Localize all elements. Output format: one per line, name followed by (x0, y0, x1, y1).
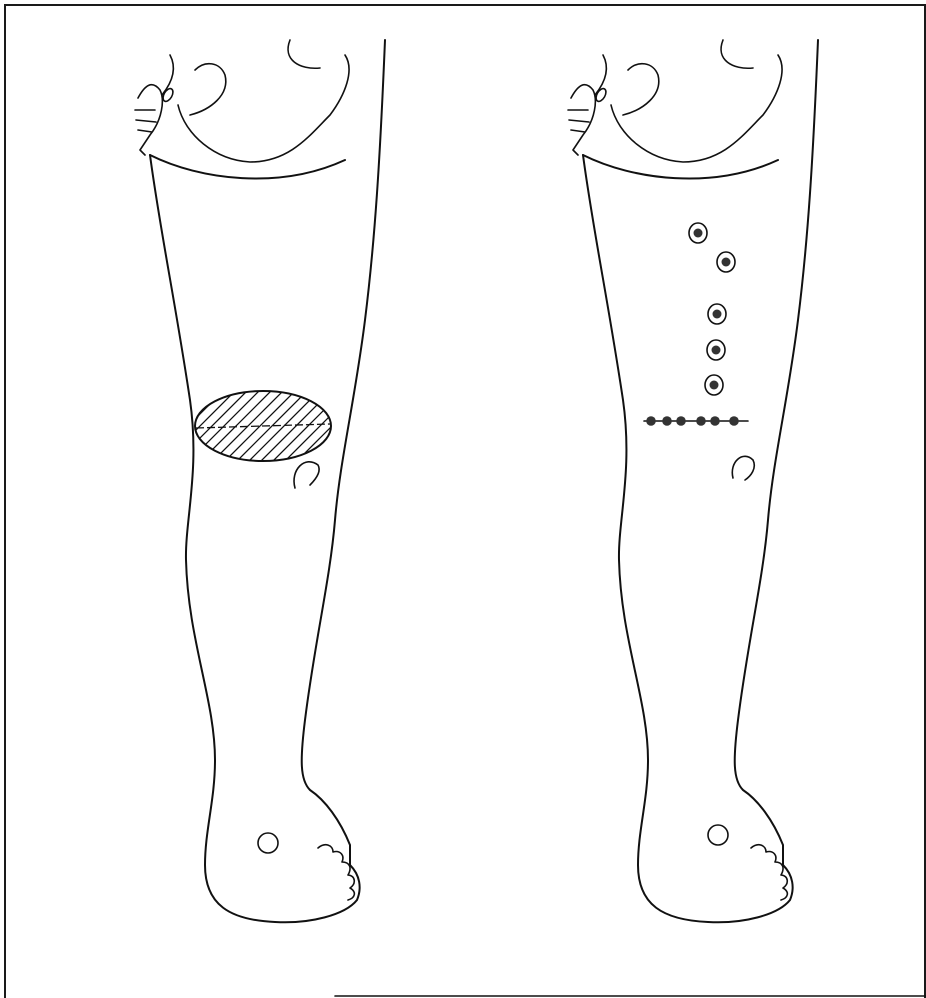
point-marker (717, 252, 735, 272)
right-popliteal-mark (732, 456, 754, 480)
hatched-lesion (108, 380, 462, 470)
hatch-line (168, 380, 258, 470)
right-hip-fold-2 (721, 40, 753, 68)
left-toes (318, 845, 354, 900)
right-toes (751, 845, 787, 900)
right-upper-fold (623, 64, 659, 115)
left-ankle-circle (258, 833, 278, 853)
lesion-midline (196, 424, 330, 428)
point-marker (689, 223, 707, 243)
right-leg-outline (583, 40, 818, 922)
left-hip-fold-2 (288, 40, 320, 68)
hatch-line (312, 380, 402, 470)
right-ankle-circle (708, 825, 728, 845)
left-upper-fold (190, 64, 226, 115)
left-leg-outline (150, 40, 385, 922)
right-leg (568, 40, 818, 922)
left-popliteal-mark (294, 462, 319, 488)
left-hip-fold (178, 55, 349, 162)
left-groin-curve (150, 155, 345, 179)
hatch-line (372, 380, 462, 470)
right-hip-fold (611, 55, 782, 162)
right-groin-curve (583, 155, 778, 179)
point-marker (708, 304, 726, 324)
left-leg (135, 40, 385, 922)
hatch-line (348, 380, 438, 470)
right-small-oval (594, 87, 608, 103)
right-genital-sketch (568, 85, 595, 155)
hatch-line (324, 380, 414, 470)
point-markers (689, 223, 735, 395)
point-marker (707, 340, 725, 360)
hatch-line (120, 380, 210, 470)
hatch-line (132, 380, 222, 470)
hatch-line (360, 380, 450, 470)
dot-line (644, 416, 748, 426)
left-small-oval (161, 87, 175, 103)
point-marker (705, 375, 723, 395)
left-genital-sketch (135, 85, 162, 155)
hatch-line (108, 380, 198, 470)
